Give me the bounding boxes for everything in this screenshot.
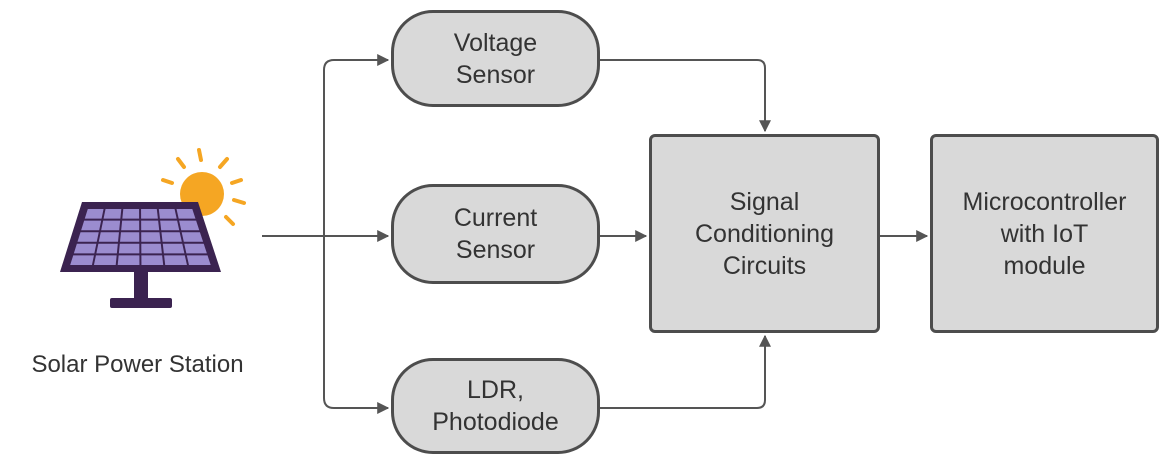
panel-cell — [164, 255, 187, 265]
panel-cell — [117, 255, 140, 265]
panel-cell — [122, 209, 140, 219]
panel-cell — [73, 243, 97, 254]
panel-cell — [101, 220, 121, 231]
panel-cell — [160, 220, 180, 231]
panel-cell — [121, 220, 140, 231]
microcontroller-node: Microcontroller with IoT module — [930, 134, 1159, 333]
panel-cell — [141, 220, 160, 231]
panel-cell — [158, 209, 177, 219]
panel-cell — [98, 232, 119, 242]
panel-cell — [184, 243, 207, 254]
panel-cell — [141, 255, 164, 265]
panel-cell — [162, 243, 185, 254]
ldr-photodiode-node: LDR, Photodiode — [391, 358, 600, 454]
panel-cell — [93, 255, 117, 265]
solar-panel-icon — [60, 202, 221, 308]
panel-cell — [81, 220, 102, 231]
panel-cell — [176, 209, 196, 219]
panel-cell — [186, 255, 211, 265]
edge-solar-to-ldr — [323, 236, 390, 414]
panel-cell — [161, 232, 182, 242]
panel-cell — [77, 232, 99, 242]
panel-cell — [179, 220, 200, 231]
current-sensor-node: Current Sensor — [391, 184, 600, 284]
panel-cell — [141, 209, 158, 219]
panel-cell — [141, 243, 162, 254]
panel-cell — [96, 243, 118, 254]
solar-station-label: Solar Power Station — [31, 351, 244, 378]
panel-cell — [103, 209, 122, 219]
panel-cell — [120, 232, 140, 242]
edge-ldr-to-signal — [600, 334, 771, 409]
panel-cell — [118, 243, 140, 254]
connectors — [262, 54, 929, 414]
voltage-sensor-node: Voltage Sensor — [391, 10, 600, 107]
edge-voltage-to-signal — [600, 59, 771, 133]
panel-cell — [84, 209, 104, 219]
panel-cell — [181, 232, 204, 242]
edge-solar-to-voltage — [323, 54, 390, 236]
panel-cell — [70, 255, 94, 265]
signal-conditioning-node: Signal Conditioning Circuits — [649, 134, 880, 333]
panel-cell — [141, 232, 161, 242]
